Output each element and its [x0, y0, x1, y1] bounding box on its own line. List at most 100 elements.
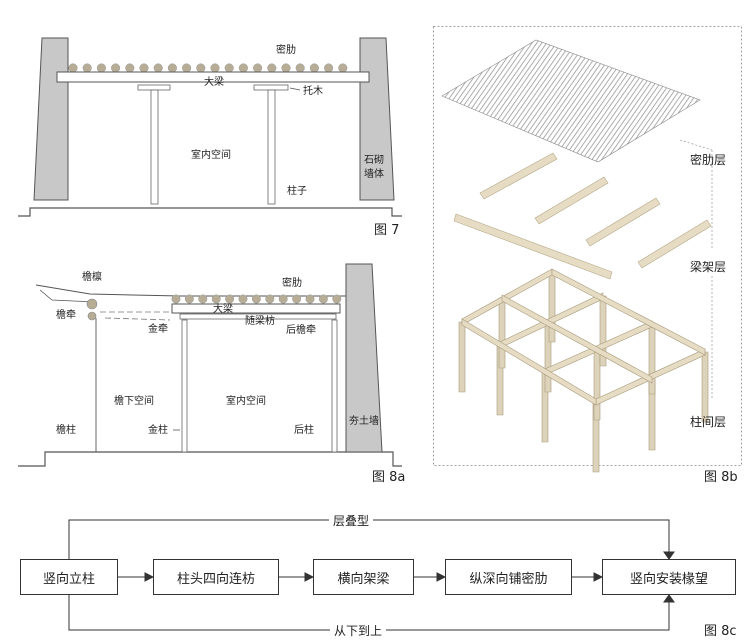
timber-column	[458, 321, 466, 393]
rib-dot	[68, 63, 78, 73]
label-tuomu: 托木	[303, 84, 323, 97]
main-beam	[56, 71, 370, 83]
column-right	[267, 89, 276, 205]
figure-8b-frame	[433, 26, 742, 466]
step-transverse-beams: 横向架梁	[313, 559, 414, 595]
eave-line	[35, 284, 346, 297]
bottom-arrowhead	[663, 594, 675, 603]
rib-row	[68, 63, 348, 73]
label-suiliangfang: 随梁枋	[245, 314, 275, 327]
rib-dot	[198, 294, 208, 304]
label-bottom-up: 从下到上	[330, 622, 387, 639]
ground-line-8a	[18, 451, 402, 467]
timber-tie-beam	[461, 318, 597, 406]
left-stone-wall	[33, 37, 69, 201]
label-yanxia-space: 檐下空间	[114, 394, 154, 407]
beam-4	[637, 219, 712, 269]
column-layer	[458, 268, 709, 473]
figure-7: 密肋 大梁 托木 室内空间 石砌 墙体 柱子 图 7	[18, 37, 402, 238]
caption-fig7: 图 7	[374, 223, 399, 238]
rib-dot	[167, 63, 177, 73]
arrow-4-head	[593, 572, 604, 582]
arrow-2-head	[304, 572, 315, 582]
label-stone-2: 墙体	[364, 167, 384, 180]
step-longitudinal-ribs: 纵深向铺密肋	[445, 559, 572, 595]
label-yanzhu: 檐柱	[56, 423, 76, 436]
rib-dot	[96, 63, 106, 73]
jin-column	[181, 319, 188, 453]
timber-column	[593, 349, 601, 421]
sui-liang-fang	[179, 313, 337, 320]
eave-purlin	[86, 298, 98, 310]
step-vertical-columns: 竖向立柱	[20, 559, 118, 595]
eave-edge	[39, 289, 96, 303]
figure-8a: 檐檩 密肋 檐牵 大梁 金牵 随梁枋 后檐牵 檐下空间 室内空间 檐柱 金柱 后…	[18, 263, 405, 485]
bracket-left	[137, 84, 171, 91]
caption-fig8c: 图 8c	[704, 624, 737, 639]
rib-dot	[278, 294, 288, 304]
rib-dot	[184, 294, 194, 304]
tuomu-leader	[289, 87, 301, 91]
label-liangjiaceng: 梁架层	[690, 259, 726, 274]
label-houzhu: 后柱	[294, 423, 314, 436]
rib-dot	[238, 63, 248, 73]
leader-lines-8b	[679, 139, 713, 398]
rib-dot	[171, 294, 181, 304]
rib-dot	[111, 63, 121, 73]
jin-tie-line	[104, 317, 171, 321]
label-jinqian: 金牵	[148, 322, 168, 335]
rib-dot	[265, 294, 275, 304]
rib-dot	[82, 63, 92, 73]
beam-3	[585, 197, 661, 247]
label-layered-type: 层叠型	[329, 512, 374, 529]
rib-dot	[238, 294, 248, 304]
label-yanlin: 檐檩	[82, 270, 102, 283]
rib-dot	[211, 294, 221, 304]
label-column: 柱子	[287, 184, 307, 197]
rib-dot	[305, 294, 315, 304]
label-stone-1: 石砌	[364, 154, 384, 166]
top-arrowhead	[663, 551, 675, 560]
label-indoor-space-8a: 室内空间	[226, 394, 266, 407]
timber-column	[701, 351, 709, 423]
label-jinzhu: 金柱	[148, 423, 168, 436]
rib-dot	[225, 294, 235, 304]
label-houyanqian: 后檐牵	[286, 323, 316, 336]
rib-dot	[251, 294, 261, 304]
rib-dot	[324, 63, 334, 73]
beam-1	[479, 152, 558, 200]
rib-dot	[309, 63, 319, 73]
label-miji: 密肋	[276, 43, 296, 56]
label-yanqian: 檐牵	[56, 308, 76, 321]
rib-dot	[153, 63, 163, 73]
rib-dot	[139, 63, 149, 73]
caption-fig8a: 图 8a	[372, 470, 405, 485]
eave-tie	[87, 311, 97, 321]
arrow-3-head	[436, 572, 447, 582]
timber-column	[548, 271, 556, 343]
figure-8b: 密肋层 梁架层 柱间层 图 8b	[433, 26, 742, 485]
rammed-earth-wall	[345, 263, 383, 453]
label-daliang-8a: 大梁	[213, 302, 233, 315]
rib-dot	[295, 63, 305, 73]
label-miji-8a: 密肋	[282, 276, 302, 289]
caption-fig8b: 图 8b	[704, 470, 738, 485]
label-mijiceng: 密肋层	[690, 152, 726, 167]
rib-dot	[318, 294, 328, 304]
timber-tie-beam	[501, 294, 653, 384]
rib-dot	[253, 63, 263, 73]
rib-dot	[196, 63, 206, 73]
timber-tie-beam	[551, 268, 706, 356]
rib-row-8a	[171, 294, 342, 304]
beam-long	[453, 213, 613, 280]
beam-layer	[453, 152, 712, 280]
column-left	[150, 89, 159, 205]
timber-column	[648, 323, 656, 395]
rib-dot	[338, 63, 348, 73]
beam-2	[534, 176, 609, 225]
back-column	[331, 319, 338, 453]
label-indoor-space: 室内空间	[191, 148, 231, 161]
label-daliang: 大梁	[204, 75, 224, 88]
rib-dot	[332, 294, 342, 304]
